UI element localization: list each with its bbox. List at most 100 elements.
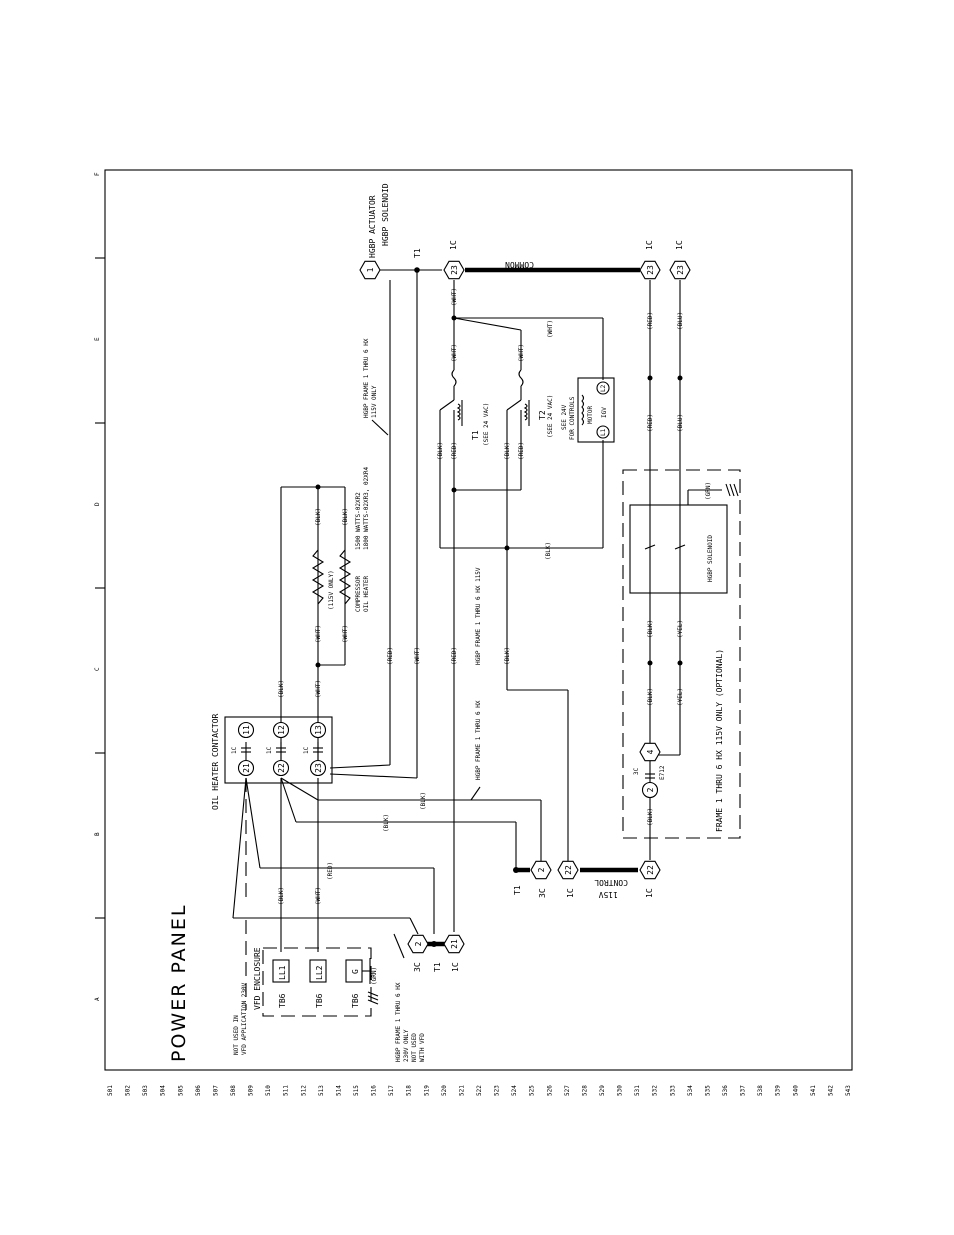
label-115v: 115V — [599, 890, 618, 899]
label-t1-transformer: T1 — [471, 430, 480, 440]
wire-label: (BLK) — [647, 688, 654, 706]
label-hgbp-230-1: HGBP FRAME 1 THRU 6 HX — [395, 982, 402, 1062]
label-motor: MOTOR — [587, 406, 594, 424]
ruler-line-number: 536 — [722, 1085, 729, 1096]
wire-label: (WHT) — [547, 320, 554, 338]
page-title: POWER PANEL — [168, 904, 190, 1063]
wire-label: (BLK) — [420, 792, 427, 810]
label-t1: T1 — [433, 962, 442, 972]
wire-label: (BLK) — [383, 814, 390, 832]
ruler-letter: E — [94, 337, 101, 341]
label-hgbp-mid-note: HGBP FRAME 1 THRU 6 HX 115V — [475, 567, 482, 665]
wire-label: (BLK) — [647, 620, 654, 638]
terminal-marker — [639, 860, 661, 880]
drawing-border — [104, 169, 853, 1071]
label-compressor: COMPRESSOR — [355, 575, 362, 612]
ruler-line-number: 507 — [212, 1085, 219, 1096]
ruler-line-number: 532 — [652, 1085, 659, 1096]
ruler-line-number: 522 — [476, 1085, 483, 1096]
terminal-marker — [557, 860, 579, 880]
wire-label: (BLK) — [342, 508, 349, 526]
oil-heater-contactor-box — [224, 716, 333, 784]
ruler-letter: B — [94, 832, 101, 836]
wire-label: (WHT) — [518, 344, 525, 362]
terminal-marker — [237, 721, 255, 739]
label-hgbp-mid: HGBP FRAME 1 THRU 6 HX — [475, 700, 482, 780]
wire-label: (BLU) — [677, 312, 684, 330]
wire-label: (BLK) — [647, 808, 654, 826]
wire-label: (BLK) — [545, 542, 552, 560]
terminal-number: 23 — [646, 265, 655, 275]
ruler-line-number: 521 — [458, 1085, 465, 1096]
wire-label: (BLK) — [504, 442, 511, 460]
ruler-line-number: 525 — [529, 1085, 536, 1096]
terminal-number: 11 — [242, 725, 251, 735]
ruler-letter: F — [94, 172, 101, 176]
wire-label: (BLK) — [278, 887, 285, 905]
label-hgbp-230-3: NOT USED — [411, 1033, 418, 1062]
ruler-line-number: 514 — [335, 1085, 342, 1096]
tb6-label: TB6 — [351, 993, 360, 1008]
label-t1-top: T1 — [413, 248, 422, 258]
label-hgbp-115-only: 115V ONLY — [371, 385, 378, 418]
ruler-line-number: 526 — [546, 1085, 553, 1096]
terminal-number: 1 — [366, 267, 375, 272]
label-common: COMMON — [505, 260, 534, 269]
wire-label: (WHT) — [315, 680, 322, 698]
terminal-marker — [309, 721, 327, 739]
ruler-line-number: 520 — [441, 1085, 448, 1096]
ruler-line-number: 511 — [283, 1085, 290, 1096]
terminal-marker — [272, 721, 290, 739]
wire-label: (RED) — [647, 312, 654, 330]
ruler-line-number: 504 — [160, 1085, 167, 1096]
wire-label: (RED) — [451, 647, 458, 665]
wire-label: (YEL) — [677, 620, 684, 638]
label-for-controls: FOR CONTROLS — [569, 396, 576, 440]
terminal-marker — [272, 759, 290, 777]
label-hgbp-actuator: HGBP ACTUATOR — [368, 195, 377, 258]
label-3c: 3C — [413, 962, 422, 972]
terminal-number: 2 — [537, 867, 546, 872]
ruler-letters: F E D C B A — [94, 172, 105, 1001]
ruler-line-number: 533 — [669, 1085, 676, 1096]
label-1c: 1C — [675, 240, 684, 250]
wire-label: (BLK) — [278, 680, 285, 698]
wire-label: (RED) — [451, 442, 458, 460]
ruler-line-number: 513 — [318, 1085, 325, 1096]
terminal-label: L2 — [600, 384, 607, 392]
tb6-label: TB6 — [278, 993, 287, 1008]
terminal-number: 2 — [414, 941, 423, 946]
terminal-marker — [639, 260, 661, 280]
terminal-number: 23 — [450, 265, 459, 275]
label-igv: IGV — [601, 407, 608, 418]
ruler-letter: D — [94, 502, 101, 506]
terminal-marker — [237, 759, 255, 777]
ruler-line-number: 535 — [704, 1085, 711, 1096]
wire-label: (GRN) — [705, 482, 712, 500]
terminal-marker — [309, 759, 327, 777]
ruler-line-number: 538 — [757, 1085, 764, 1096]
ruler-line-number: 537 — [740, 1085, 747, 1096]
label-115v-only: (115V ONLY) — [328, 570, 335, 610]
ruler-line-number: 506 — [195, 1085, 202, 1096]
wire-label: (RED) — [327, 862, 334, 880]
ruler-line-number: 543 — [845, 1085, 852, 1096]
label-hgbp-solenoid-box: HGBP SOLENOID — [707, 535, 714, 582]
wire-label: (RED) — [387, 647, 394, 665]
label-oil-heater-contactor: OIL HEATER CONTACTOR — [211, 713, 220, 810]
wire-label: (WHT) — [451, 288, 458, 306]
terminal-number: 23 — [314, 763, 323, 773]
label-watts-2: 1800 WATTS-02XR3, 02XR4 — [363, 467, 370, 550]
ruler-line-number: 516 — [371, 1085, 378, 1096]
terminal-marker — [641, 781, 659, 799]
terminal-marker — [639, 742, 661, 762]
ruler-line-number: 530 — [617, 1085, 624, 1096]
terminal-number: 21 — [450, 939, 459, 949]
label-1c: 1C — [566, 888, 575, 898]
label-1c: 1C — [303, 746, 310, 754]
ruler-line-number: 527 — [564, 1085, 571, 1096]
igv-motor-box — [577, 377, 615, 443]
ruler-line-number: 503 — [142, 1085, 149, 1096]
